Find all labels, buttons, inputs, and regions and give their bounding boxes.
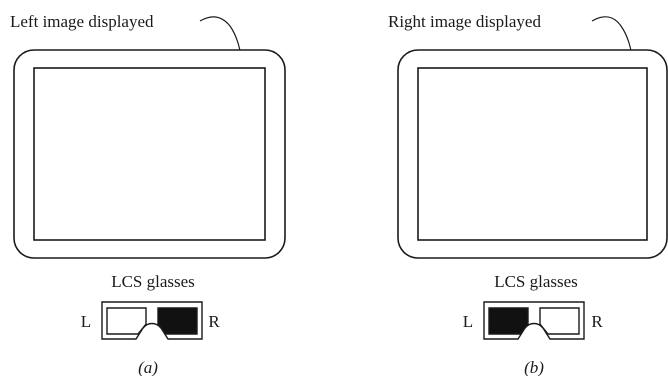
glasses-label: LCS glasses	[494, 272, 578, 291]
glasses-label: LCS glasses	[111, 272, 195, 291]
monitor-screen	[417, 67, 648, 241]
lcs-glasses	[483, 301, 585, 340]
lcs-glasses	[101, 301, 203, 340]
right-eye-letter: R	[208, 312, 220, 331]
panel-caption: (a)	[138, 358, 158, 376]
glasses-right-lens	[157, 307, 198, 335]
panel-caption: (b)	[524, 358, 544, 376]
right-eye-letter: R	[591, 312, 603, 331]
monitor-screen	[33, 67, 266, 241]
left-eye-letter: L	[81, 312, 91, 331]
glasses-left-lens	[106, 307, 147, 335]
annotation-label: Right image displayed	[388, 12, 541, 31]
panel-a: Left image displayed LCS glasses L R (a)	[10, 12, 286, 376]
left-eye-letter: L	[463, 312, 473, 331]
annotation-label: Left image displayed	[10, 12, 154, 31]
panel-b: Right image displayed LCS glasses L R (b…	[388, 12, 668, 376]
glasses-left-lens	[488, 307, 529, 335]
glasses-right-lens	[539, 307, 580, 335]
